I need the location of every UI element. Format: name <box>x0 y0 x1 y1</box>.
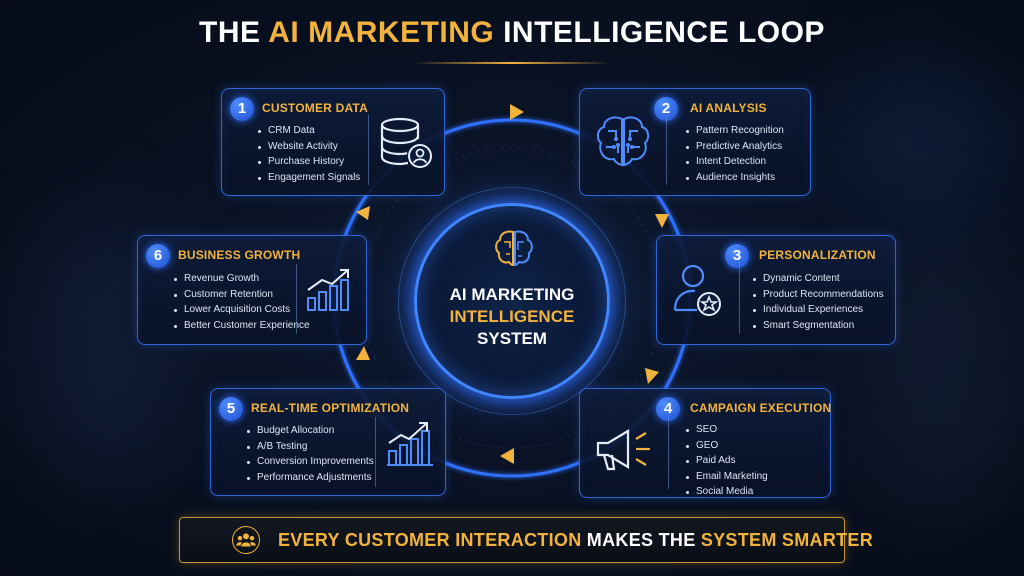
card-title: BUSINESS GROWTH <box>178 248 301 262</box>
list-item: Revenue Growth <box>174 271 310 287</box>
card-items: CRM Data Website Activity Purchase Histo… <box>258 123 360 185</box>
team-icon <box>232 526 260 554</box>
list-item: Purchase History <box>258 154 360 170</box>
card-items: SEO GEO Paid Ads Email Marketing Social … <box>686 422 768 500</box>
card-divider <box>666 115 667 185</box>
card-number: 6 <box>146 244 170 268</box>
card-title: AI ANALYSIS <box>690 101 767 115</box>
list-item: Email Marketing <box>686 469 768 485</box>
list-item: Engagement Signals <box>258 170 360 186</box>
card-divider <box>296 264 297 334</box>
banner-part-1: EVERY CUSTOMER INTERACTION <box>278 530 582 550</box>
center-hub: AI MARKETING INTELLIGENCE SYSTEM <box>414 203 610 399</box>
list-item: Product Recommendations <box>753 287 884 303</box>
card-ai-analysis: 2 AI ANALYSIS Pattern Recognition Predic… <box>579 88 811 196</box>
database-user-icon <box>380 117 432 168</box>
list-item: Paid Ads <box>686 453 768 469</box>
arrow-top <box>510 104 524 120</box>
list-item: Dynamic Content <box>753 271 884 287</box>
title-highlight: AI MARKETING <box>268 16 495 49</box>
brain-icon <box>495 230 533 267</box>
card-real-time-optimization: 5 REAL-TIME OPTIMIZATION Budget Allocati… <box>210 388 446 496</box>
title-prefix: THE <box>199 16 269 49</box>
bottom-banner: EVERY CUSTOMER INTERACTION MAKES THE SYS… <box>179 517 873 563</box>
card-divider <box>668 417 669 489</box>
card-divider <box>368 115 369 185</box>
list-item: Conversion Improvements <box>247 454 374 470</box>
center-line-1: AI MARKETING <box>449 285 575 304</box>
bar-chart-trend-icon <box>387 422 433 466</box>
list-item: Individual Experiences <box>753 302 884 318</box>
card-items: Budget Allocation A/B Testing Conversion… <box>247 423 374 485</box>
list-item: Social Media <box>686 484 768 500</box>
banner-part-2: MAKES THE <box>581 530 701 550</box>
list-item: Pattern Recognition <box>686 123 784 139</box>
list-item: Customer Retention <box>174 287 310 303</box>
arrow-bottom-right <box>645 368 659 384</box>
list-item: CRM Data <box>258 123 360 139</box>
center-line-2: INTELLIGENCE <box>449 307 575 326</box>
list-item: Smart Segmentation <box>753 318 884 334</box>
card-business-growth: 6 BUSINESS GROWTH Revenue Growth Custome… <box>137 235 367 345</box>
list-item: Predictive Analytics <box>686 139 784 155</box>
list-item: Website Activity <box>258 139 360 155</box>
card-title: CAMPAIGN EXECUTION <box>690 401 832 415</box>
card-items: Pattern Recognition Predictive Analytics… <box>686 123 784 185</box>
card-personalization: 3 PERSONALIZATION Dynamic Content Produc… <box>656 235 896 345</box>
list-item: Lower Acquisition Costs <box>174 302 310 318</box>
list-item: Performance Adjustments <box>247 470 374 486</box>
loop-arrows <box>356 104 669 464</box>
list-item: Audience Insights <box>686 170 784 186</box>
card-title: PERSONALIZATION <box>759 248 876 262</box>
arrow-top-right <box>655 214 669 228</box>
list-item: Better Customer Experience <box>174 318 310 334</box>
card-divider <box>739 262 740 334</box>
megaphone-icon <box>596 429 650 471</box>
card-items: Revenue Growth Customer Retention Lower … <box>174 271 310 333</box>
card-campaign-execution: 4 CAMPAIGN EXECUTION SEO GEO Paid Ads Em… <box>579 388 831 498</box>
title-suffix: INTELLIGENCE LOOP <box>494 16 825 49</box>
card-number: 3 <box>725 244 749 268</box>
list-item: SEO <box>686 422 768 438</box>
arrow-top-left <box>356 206 370 220</box>
user-star-icon <box>673 264 721 316</box>
card-items: Dynamic Content Product Recommendations … <box>753 271 884 333</box>
banner-part-3: SYSTEM SMARTER <box>700 530 874 550</box>
list-item: Intent Detection <box>686 154 784 170</box>
title-underline <box>412 62 612 64</box>
card-divider <box>375 417 376 487</box>
card-number: 5 <box>219 397 243 421</box>
list-item: Budget Allocation <box>247 423 374 439</box>
list-item: GEO <box>686 438 768 454</box>
card-customer-data: 1 CUSTOMER DATA CRM Data Website Activit… <box>221 88 445 196</box>
card-title: CUSTOMER DATA <box>262 101 368 115</box>
arrow-bottom-left <box>356 346 370 360</box>
list-item: A/B Testing <box>247 439 374 455</box>
center-line-3: SYSTEM <box>477 329 547 348</box>
page-title: THE AI MARKETING INTELLIGENCE LOOP <box>0 16 1024 50</box>
brain-circuit-icon <box>596 116 650 167</box>
card-number: 1 <box>230 97 254 121</box>
arrow-bottom <box>500 448 514 464</box>
growth-chart-icon <box>307 269 349 311</box>
background-glow-top-right <box>830 60 1020 220</box>
card-title: REAL-TIME OPTIMIZATION <box>251 401 410 415</box>
banner-text: EVERY CUSTOMER INTERACTION MAKES THE SYS… <box>278 530 873 551</box>
center-outer-ring <box>398 187 626 415</box>
